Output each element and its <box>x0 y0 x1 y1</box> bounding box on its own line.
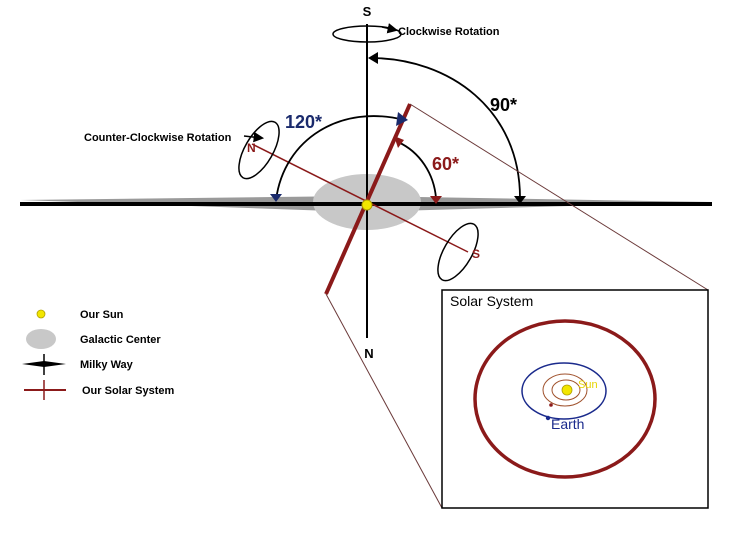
inner-orbit-2 <box>551 379 581 401</box>
inset-sun <box>561 384 573 396</box>
angle-120-arc <box>275 115 405 201</box>
zoom-line-top <box>409 103 709 291</box>
angle-120-arrowhead-top <box>396 112 408 126</box>
earth-dot <box>545 415 551 421</box>
angle-90-arrowhead-bottom <box>514 196 526 204</box>
solar-south-rotation-ring <box>437 222 479 282</box>
clockwise-rotation-label: Clockwise Rotation <box>398 26 500 38</box>
inset-frame <box>441 289 709 509</box>
angle-60-arc <box>397 141 437 199</box>
zoom-line-bottom <box>325 293 443 509</box>
legend-galactic-center-icon <box>26 329 56 349</box>
legend-solar-system-icon <box>24 380 66 400</box>
angle-120-label: 120* <box>285 112 322 132</box>
counter-clockwise-rotation-ring <box>238 120 280 180</box>
solar-south-pole-label: S <box>472 247 480 261</box>
solar-north-pole-label: N <box>247 141 256 155</box>
angle-90-arc <box>369 57 521 199</box>
angle-60-label: 60* <box>432 154 459 174</box>
outer-orbit <box>473 319 657 479</box>
legend: Our Sun Galactic Center Milky Way Our So… <box>22 309 175 400</box>
legend-sun-icon <box>36 309 46 319</box>
solar-system-inset: Solar System Sun Earth <box>441 289 709 509</box>
inner-orbit-1 <box>542 373 588 407</box>
galactic-north-pole-label: N <box>364 346 373 361</box>
angle-60-arrowhead-right <box>430 196 442 204</box>
inset-title: Solar System <box>450 293 533 309</box>
counter-clockwise-rotation-label: Counter-Clockwise Rotation <box>84 132 232 144</box>
inset-earth-label: Earth <box>551 416 584 432</box>
legend-solar-system-label: Our Solar System <box>82 385 175 397</box>
legend-galactic-center-label: Galactic Center <box>80 334 161 346</box>
legend-sun-label: Our Sun <box>80 309 124 321</box>
solar-system-plane <box>324 103 412 295</box>
angle-90-label: 90* <box>490 95 517 115</box>
galactic-south-pole-label: S <box>363 4 372 19</box>
angle-90-arrowhead-top <box>368 52 378 64</box>
angle-120-arrowhead-left <box>270 194 282 202</box>
inner-planet-dot <box>549 403 553 407</box>
legend-milky-way-icon <box>22 354 66 375</box>
angle-60-arrowhead-top <box>394 136 404 148</box>
clockwise-rotation-ring <box>332 25 402 43</box>
sun-marker <box>361 199 373 211</box>
earth-orbit <box>521 362 607 420</box>
inset-sun-label: Sun <box>578 379 598 391</box>
legend-milky-way-label: Milky Way <box>80 359 134 371</box>
clockwise-rotation-arrow <box>381 23 399 34</box>
counter-clockwise-rotation-arrow <box>243 131 265 143</box>
